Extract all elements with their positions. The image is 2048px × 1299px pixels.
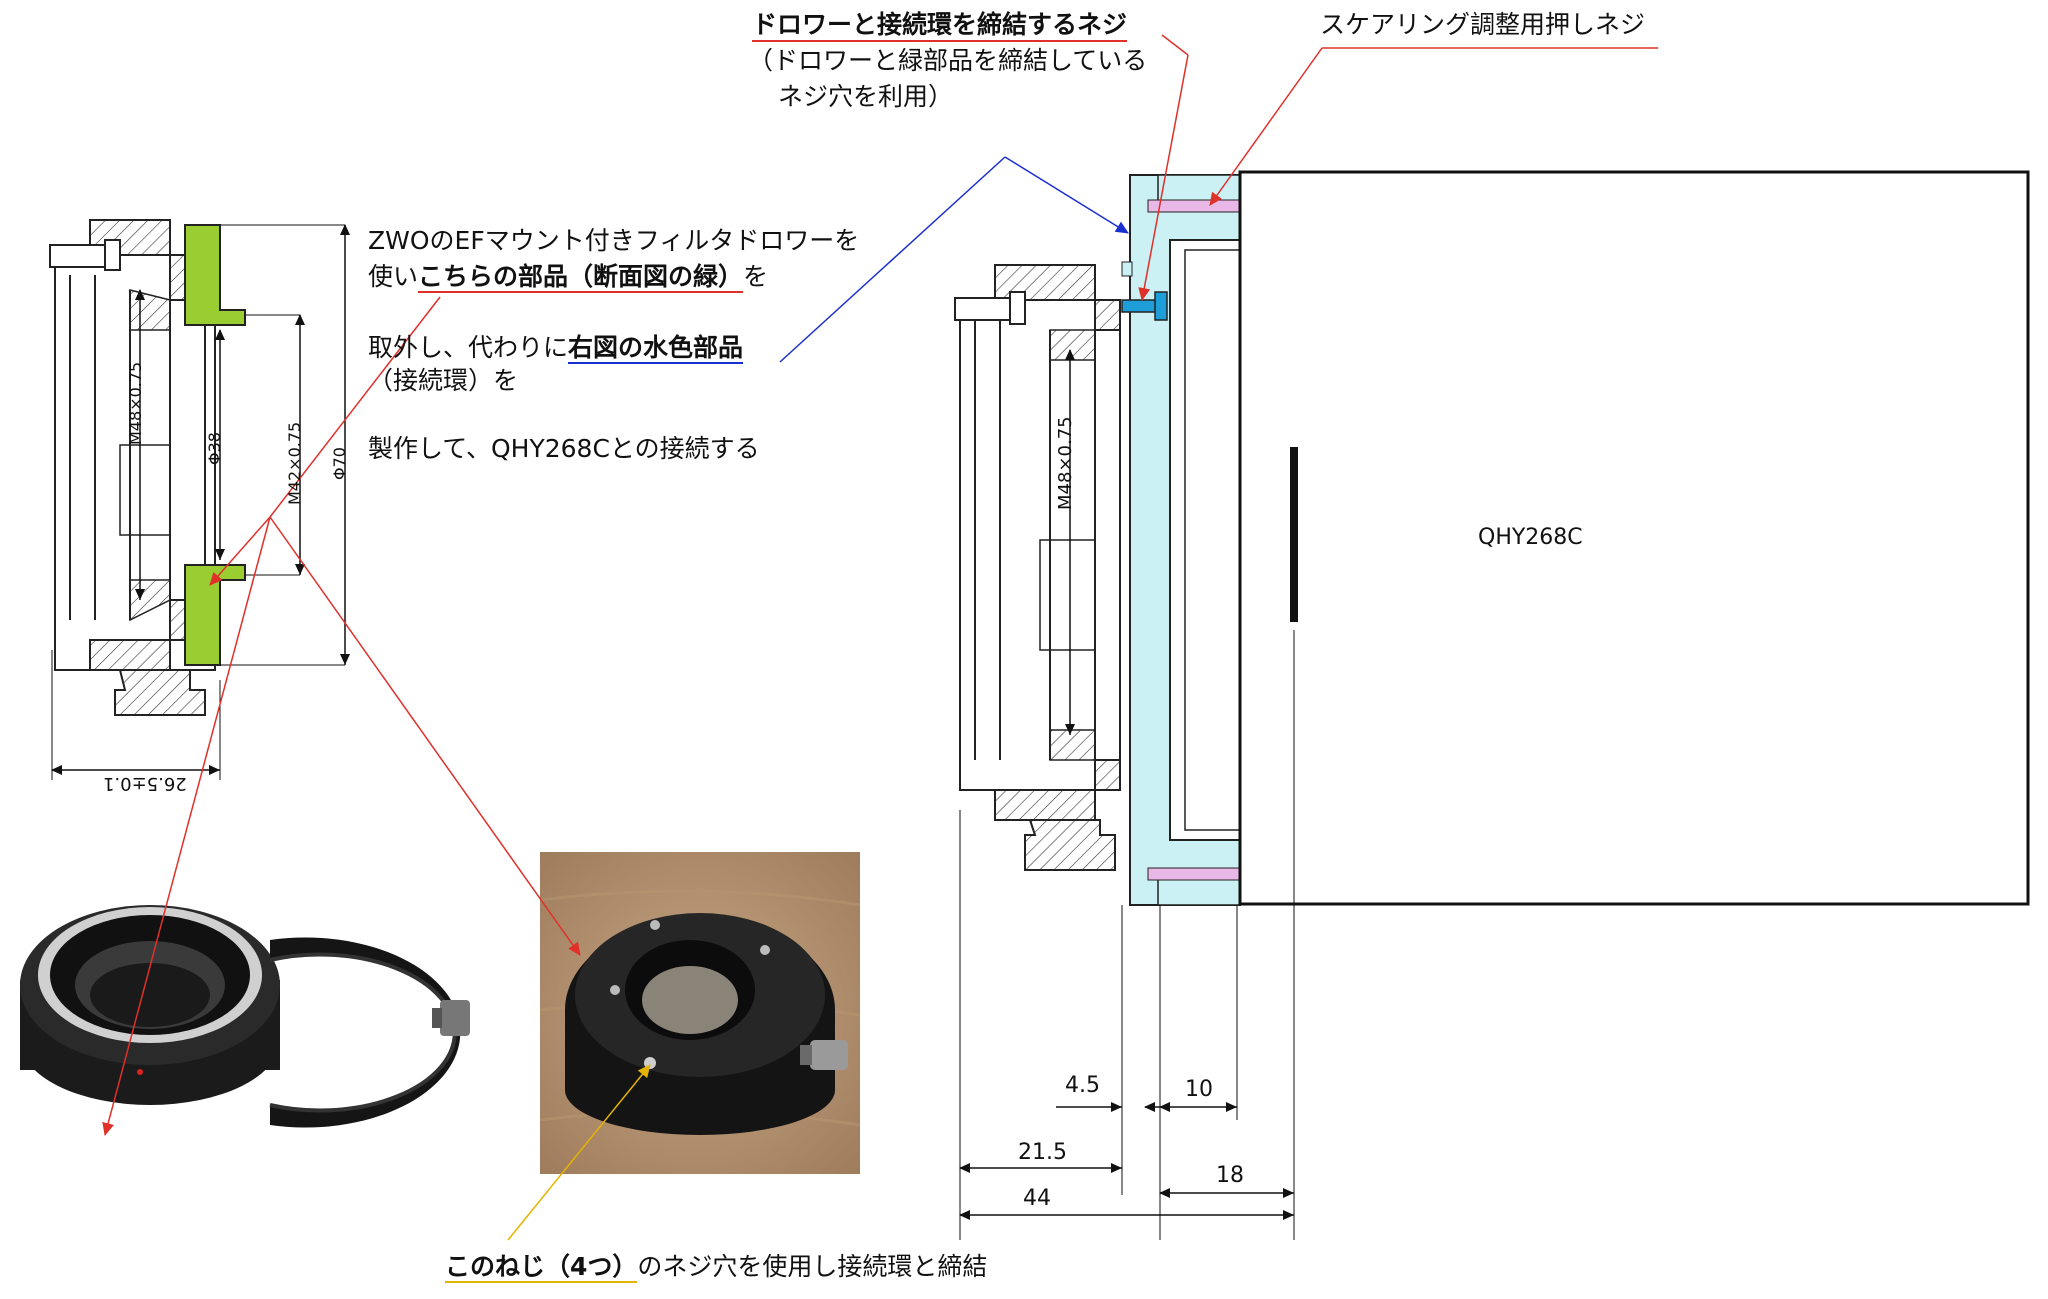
- desc-line-4: （接続環）を: [368, 366, 519, 395]
- header-squaring-title: スケアリング調整用押しネジ: [1320, 10, 1646, 39]
- left-m42-label: M42×0.75: [285, 421, 304, 505]
- photo-ring-on-table: [539, 852, 861, 1174]
- photo-drawer-parts: [20, 905, 470, 1128]
- left-d70-label: Φ70: [330, 447, 349, 480]
- dim-44: 44: [1023, 1186, 1051, 1211]
- desc-line-3: 取外し、代わりに右図の水色部品: [368, 333, 744, 364]
- dim-21-5: 21.5: [1018, 1140, 1067, 1165]
- squaring-pusher-top: [1147, 199, 1241, 213]
- header-screw-note-1: （ドロワーと緑部品を締結している: [748, 46, 1148, 75]
- desc-line-3-a: 取外し、代わりに: [368, 333, 569, 362]
- camera-body: [1238, 170, 2030, 906]
- desc-line-2-c: を: [743, 262, 769, 291]
- right-cross-section: [954, 170, 2030, 1240]
- desc-line-3-b: 右図の水色部品: [568, 333, 744, 364]
- camera-label: QHY268C: [1478, 525, 1583, 550]
- dim-10: 10: [1185, 1077, 1213, 1102]
- desc-line-5: 製作して、QHY268Cとの接続する: [368, 434, 760, 463]
- right-m48-label: M48×0.75: [1055, 416, 1076, 510]
- desc-line-2: 使いこちらの部品（断面図の緑）を: [368, 262, 769, 293]
- left-cross-section: [49, 219, 350, 780]
- header-screw-title: ドロワーと接続環を締結するネジ: [752, 10, 1128, 42]
- left-m48-label: M48×0.75: [126, 361, 145, 445]
- footer-note-b: のネジ穴を使用し接続環と締結: [637, 1252, 988, 1281]
- squaring-pusher-bottom: [1147, 867, 1241, 881]
- header-screw-note-2: ネジ穴を利用）: [778, 82, 954, 111]
- sensor-plane: [1290, 447, 1298, 622]
- left-d38-label: Φ38: [205, 432, 224, 465]
- dim-4-5: 4.5: [1065, 1073, 1100, 1098]
- dim-18: 18: [1216, 1163, 1244, 1188]
- desc-line-2-b: こちらの部品（断面図の緑）: [418, 262, 744, 293]
- footer-note: このねじ（4つ）のネジ穴を使用し接続環と締結: [445, 1252, 988, 1283]
- callout-arrows: [102, 34, 1658, 1241]
- desc-line-2-a: 使い: [368, 262, 419, 291]
- desc-line-1: ZWOのEFマウント付きフィルタドロワーを: [368, 226, 860, 255]
- green-part-top: [184, 224, 246, 326]
- footer-note-a: このねじ（4つ）: [445, 1252, 638, 1283]
- left-width-label: 26.5±0.1: [103, 773, 187, 794]
